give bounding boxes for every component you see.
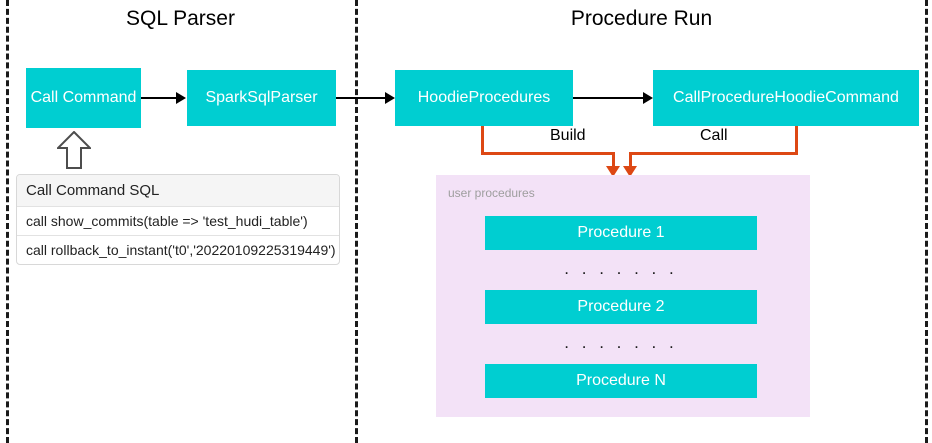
section-title-sql-parser: SQL Parser: [126, 7, 235, 30]
procedure-ellipsis: . . . . . . .: [564, 259, 678, 278]
connector-call-drop: [629, 152, 632, 169]
connector-build-arrowhead-icon: [606, 166, 620, 177]
divider-left: [6, 0, 9, 443]
connector-call-horizontal: [629, 152, 798, 155]
arrow-parser-to-hoodie-procedures-line: [336, 97, 387, 99]
sql-table-row: call show_commits(table => 'test_hudi_ta…: [17, 206, 339, 235]
call-command-sql-table: Call Command SQL call show_commits(table…: [16, 174, 340, 265]
section-title-procedure-run: Procedure Run: [570, 7, 713, 30]
arrow-hoodie-to-call-procedure-line: [573, 97, 645, 99]
connector-call-arrowhead-icon: [623, 166, 637, 177]
procedure-item[interactable]: Procedure 1: [485, 216, 757, 250]
connector-build-drop: [612, 152, 615, 169]
node-call-command[interactable]: Call Command: [26, 68, 141, 128]
divider-right: [925, 0, 928, 443]
node-hoodie-procedures[interactable]: HoodieProcedures: [395, 70, 573, 126]
block-arrow-up-icon: [57, 131, 91, 169]
sql-table-row: call rollback_to_instant('t0','202201092…: [17, 235, 339, 264]
sql-table-header: Call Command SQL: [17, 175, 339, 206]
user-procedures-panel: user procedures Procedure 1 . . . . . . …: [436, 175, 810, 417]
procedure-ellipsis: . . . . . . .: [564, 333, 678, 352]
arrow-parser-to-hoodie-procedures-head-icon: [385, 92, 395, 104]
arrow-call-command-to-parser-line: [141, 97, 179, 99]
node-call-procedure-hoodie-command[interactable]: CallProcedureHoodieCommand: [653, 70, 919, 126]
procedure-item[interactable]: Procedure 2: [485, 290, 757, 324]
node-spark-sql-parser[interactable]: SparkSqlParser: [187, 70, 336, 126]
procedure-item[interactable]: Procedure N: [485, 364, 757, 398]
connector-label-build: Build: [546, 127, 590, 145]
connector-call-vertical: [795, 126, 798, 155]
user-procedures-panel-label: user procedures: [448, 186, 535, 200]
connector-label-call: Call: [696, 127, 732, 145]
divider-middle: [355, 0, 358, 443]
connector-build-horizontal: [481, 152, 615, 155]
arrow-hoodie-to-call-procedure-head-icon: [643, 92, 653, 104]
arrow-call-command-to-parser-head-icon: [176, 92, 186, 104]
connector-build-vertical: [481, 126, 484, 155]
